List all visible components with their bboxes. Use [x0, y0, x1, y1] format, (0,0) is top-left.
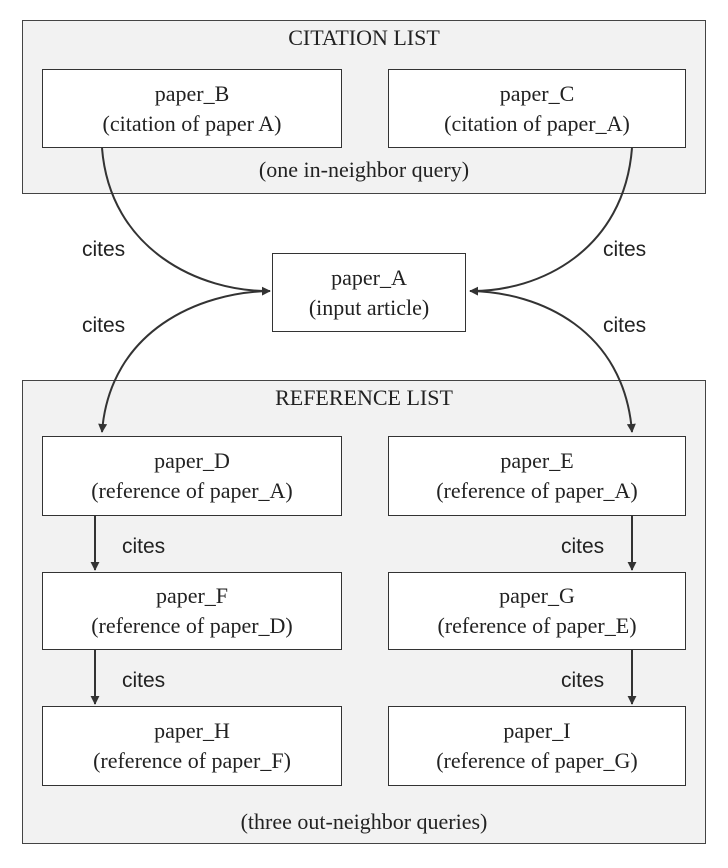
node-paper-e-name: paper_E	[500, 448, 574, 473]
edge-c-to-a	[469, 147, 633, 296]
edge-a-to-e	[469, 290, 636, 433]
node-paper-e-role: (reference of paper_A)	[436, 478, 638, 503]
node-paper-g: paper_G (reference of paper_E)	[388, 572, 686, 650]
edge-label-b-to-a: cites	[82, 238, 126, 261]
node-paper-a-name: paper_A	[331, 264, 407, 290]
node-paper-b: paper_B (citation of paper A)	[42, 69, 342, 148]
node-paper-h-name: paper_H	[154, 718, 230, 743]
node-paper-f-role: (reference of paper_D)	[91, 613, 293, 638]
edge-b-to-a	[101, 147, 271, 296]
edge-label-a-to-e: cites	[603, 314, 647, 337]
edge-label-a-to-d: cites	[82, 314, 126, 337]
node-paper-f-name: paper_F	[155, 583, 229, 608]
edge-a-to-d	[98, 290, 271, 433]
edge-label-g-to-i: cites	[561, 669, 605, 692]
node-paper-b-role: (citation of paper A)	[102, 110, 282, 136]
node-paper-i-role: (reference of paper_G)	[436, 748, 638, 773]
node-paper-i-name: paper_I	[503, 718, 571, 743]
node-paper-a: paper_A (input article)	[272, 253, 466, 332]
citation-list-title: CITATION LIST	[288, 25, 440, 50]
reference-list-caption: (three out-neighbor queries)	[240, 809, 488, 834]
node-paper-f: paper_F (reference of paper_D)	[42, 572, 342, 650]
node-paper-a-role: (input article)	[308, 294, 430, 320]
node-paper-g-role: (reference of paper_E)	[437, 613, 637, 638]
node-paper-h-role: (reference of paper_F)	[93, 748, 291, 773]
node-paper-d: paper_D (reference of paper_A)	[42, 436, 342, 516]
node-paper-e: paper_E (reference of paper_A)	[388, 436, 686, 516]
node-paper-d-role: (reference of paper_A)	[91, 478, 293, 503]
node-paper-h: paper_H (reference of paper_F)	[42, 706, 342, 786]
node-paper-c-name: paper_C	[499, 80, 575, 106]
edge-label-c-to-a: cites	[603, 238, 647, 261]
node-paper-i: paper_I (reference of paper_G)	[388, 706, 686, 786]
node-paper-g-name: paper_G	[499, 583, 575, 608]
node-paper-c: paper_C (citation of paper_A)	[388, 69, 686, 148]
node-paper-c-role: (citation of paper_A)	[444, 110, 630, 136]
reference-list-title: REFERENCE LIST	[275, 385, 453, 410]
edge-label-d-to-f: cites	[122, 535, 166, 558]
node-paper-b-name: paper_B	[154, 80, 230, 106]
edge-label-f-to-h: cites	[122, 669, 166, 692]
edge-label-e-to-g: cites	[561, 535, 605, 558]
citation-list-caption: (one in-neighbor query)	[258, 157, 470, 182]
node-paper-d-name: paper_D	[154, 448, 230, 473]
